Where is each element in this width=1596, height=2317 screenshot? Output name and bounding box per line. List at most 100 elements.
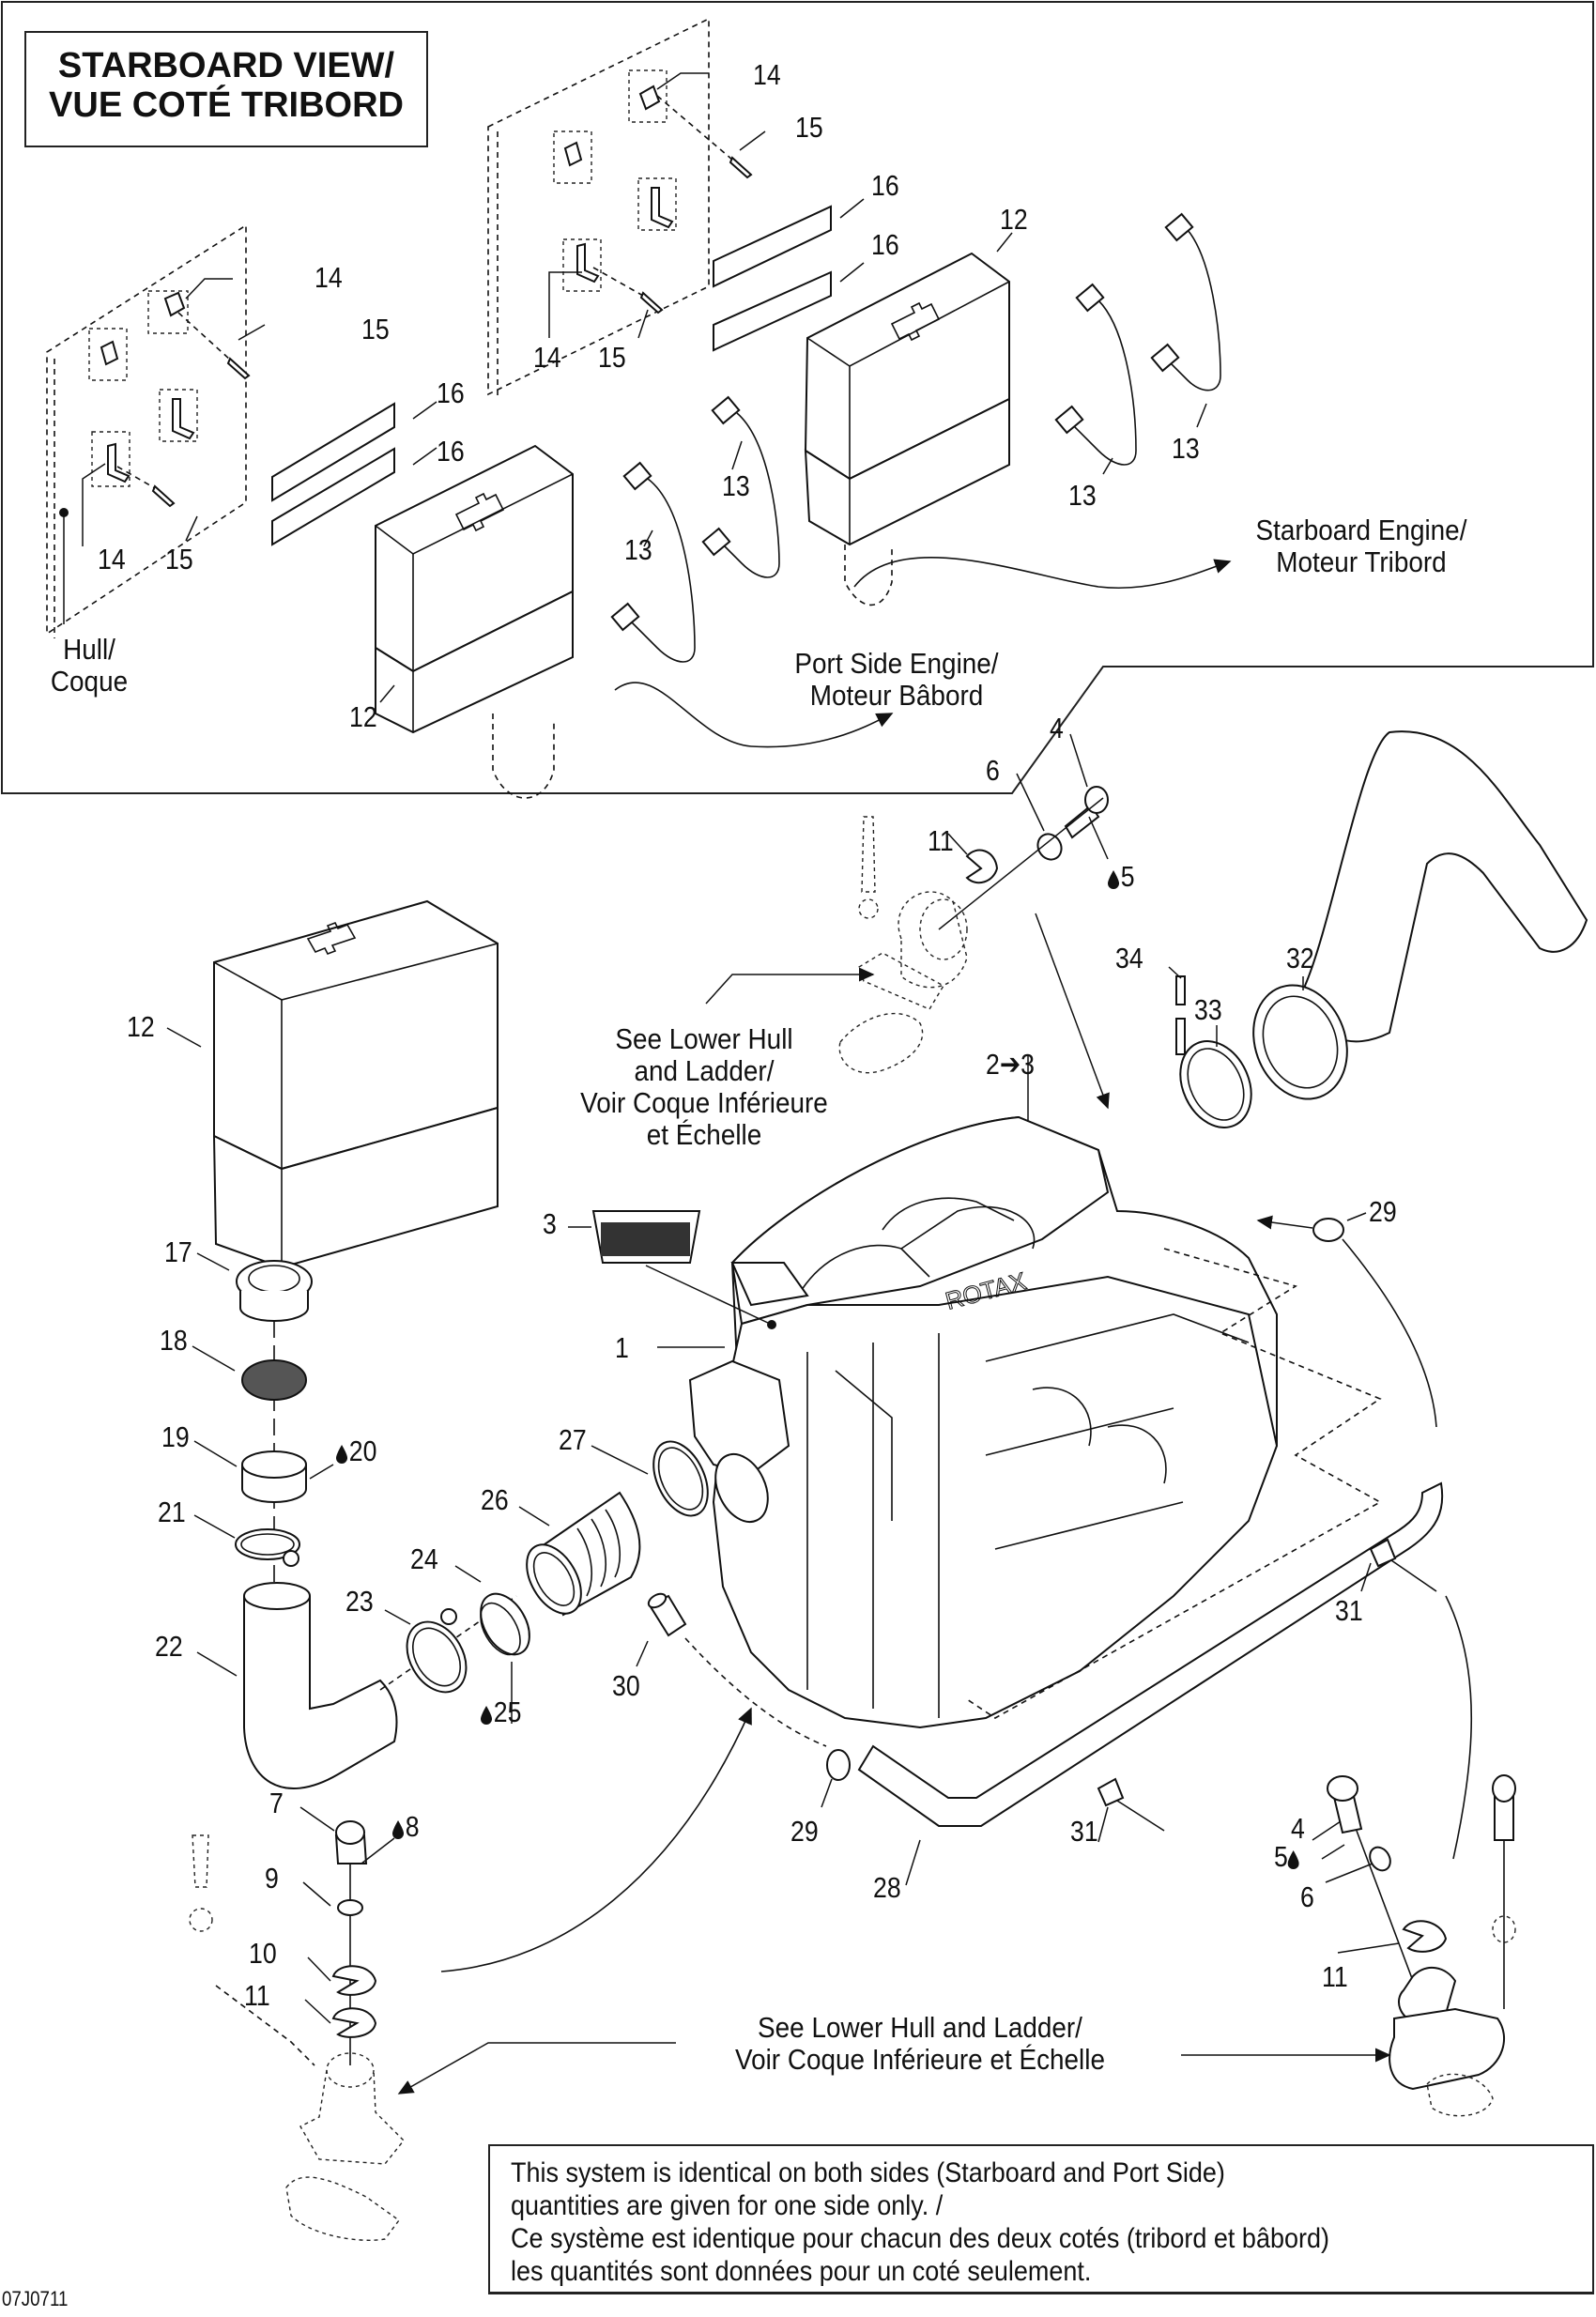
part-label-25-lube: 25	[481, 1697, 521, 1726]
part-label-13: 13	[1068, 479, 1097, 512]
rivet-icon	[729, 156, 753, 179]
part-label-15: 15	[361, 313, 390, 345]
starboard-engine-callout: Starboard Engine/ Moteur Tribord	[1255, 514, 1467, 578]
part-label-29: 29	[1369, 1195, 1397, 1228]
fitting-30	[647, 1592, 687, 1637]
hull-callout: Hull/ Coque	[50, 633, 129, 698]
engine-mount-left	[189, 1820, 405, 2241]
clamp-29-top	[1312, 1218, 1344, 1242]
bracket-icon	[159, 389, 198, 442]
part-label-13: 13	[1172, 432, 1200, 465]
part-label-31: 31	[1335, 1594, 1363, 1627]
washer-6-top	[1036, 833, 1063, 861]
note-line-4: les quantités sont données pour un coté …	[511, 2256, 1092, 2287]
screen-18	[241, 1359, 307, 1401]
clamp-23	[406, 1608, 468, 1694]
part-label-15: 15	[165, 543, 193, 575]
exhaust-pipe-32	[1252, 730, 1588, 1100]
pin-34	[1175, 1018, 1186, 1055]
part-label-5-lube: 5	[1108, 862, 1135, 891]
pad-strip	[713, 205, 832, 288]
clamp-21	[235, 1528, 300, 1567]
part-label-14: 14	[753, 58, 781, 91]
ring-19	[241, 1450, 307, 1503]
part-label-11: 11	[928, 824, 954, 857]
rivet-icon	[639, 291, 664, 315]
clip-31	[1369, 1538, 1397, 1568]
part-label-29: 29	[790, 1815, 819, 1848]
part-label-16: 16	[871, 228, 899, 261]
strap-13	[1150, 212, 1221, 391]
part-label-26: 26	[481, 1483, 509, 1516]
part-label-4: 4	[1050, 712, 1064, 744]
part-label-6: 6	[986, 754, 1000, 787]
bolt-4-top	[1064, 786, 1109, 839]
box-12-main	[212, 899, 499, 1269]
shim-11-top	[965, 849, 999, 884]
drop-icon	[392, 1820, 405, 1839]
part-label-16: 16	[437, 376, 465, 409]
box-12-right	[804, 252, 1010, 546]
elbow-hose-22	[243, 1582, 398, 1790]
clamp-27	[652, 1440, 709, 1517]
clamp-33	[1179, 1040, 1252, 1128]
part-label-12: 12	[1000, 203, 1028, 236]
bracket-icon	[651, 187, 674, 229]
note-line-1: This system is identical on both sides (…	[511, 2157, 1225, 2188]
rivet-icon	[151, 484, 176, 508]
warning-decal-3	[591, 1210, 701, 1264]
drop-icon	[1287, 1850, 1299, 1869]
engine-block: ROTAX	[688, 1115, 1382, 1729]
part-label-28: 28	[873, 1871, 901, 1904]
part-label-13: 13	[722, 469, 750, 502]
part-label-34: 34	[1115, 942, 1143, 974]
part-label-2-to-3: 2➔3	[986, 1048, 1036, 1081]
part-label-15: 15	[598, 341, 626, 374]
see-lower-hull-callout-top: See Lower Hull and Ladder/ Voir Coque In…	[580, 1022, 828, 1151]
part-label-14: 14	[98, 543, 126, 575]
part-label-23: 23	[345, 1585, 374, 1618]
part-label-14: 14	[315, 261, 343, 294]
bracket-icon	[91, 431, 130, 487]
note-line-3: Ce système est identique pour chacun des…	[511, 2223, 1330, 2254]
ring-24	[480, 1592, 530, 1656]
part-label-30: 30	[612, 1669, 640, 1702]
port-engine-callout: Port Side Engine/ Moteur Bâbord	[794, 647, 999, 712]
part-label-10: 10	[249, 1937, 277, 1970]
part-label-16: 16	[871, 169, 899, 202]
part-label-9: 9	[265, 1862, 279, 1895]
part-label-13: 13	[624, 533, 652, 566]
drop-icon	[481, 1706, 493, 1725]
part-label-6: 6	[1300, 1880, 1314, 1913]
part-label-4: 4	[1291, 1812, 1305, 1845]
part-label-16: 16	[437, 435, 465, 468]
part-label-11: 11	[244, 1979, 270, 2012]
pad-strip	[713, 270, 832, 352]
part-label-7: 7	[269, 1787, 284, 1819]
box-12-left	[375, 444, 574, 734]
part-label-21: 21	[158, 1496, 186, 1528]
strap-13	[1054, 283, 1137, 466]
bracket-icon	[638, 84, 661, 111]
part-label-22: 22	[155, 1630, 183, 1663]
adapter-26	[526, 1491, 641, 1617]
hull-panel-right	[487, 17, 766, 399]
note-line-2: quantities are given for one side only. …	[511, 2190, 944, 2221]
part-label-32: 32	[1286, 942, 1314, 974]
bracket-icon	[147, 290, 189, 334]
part-label-31: 31	[1070, 1815, 1098, 1848]
strap-13	[610, 461, 696, 663]
see-lower-hull-callout-bottom: See Lower Hull and Ladder/ Voir Coque In…	[735, 2011, 1105, 2076]
part-label-15: 15	[795, 111, 823, 144]
strap-13	[701, 395, 780, 578]
rivet-icon	[226, 357, 251, 380]
part-label-24: 24	[410, 1542, 438, 1575]
pad-strip	[271, 447, 395, 546]
drawing-code: 07J0711	[2, 2287, 69, 2310]
symmetry-note-box: This system is identical on both sides (…	[488, 2144, 1594, 2294]
part-label-12: 12	[349, 700, 377, 733]
part-label-33: 33	[1194, 993, 1222, 1026]
part-label-17: 17	[164, 1235, 192, 1268]
